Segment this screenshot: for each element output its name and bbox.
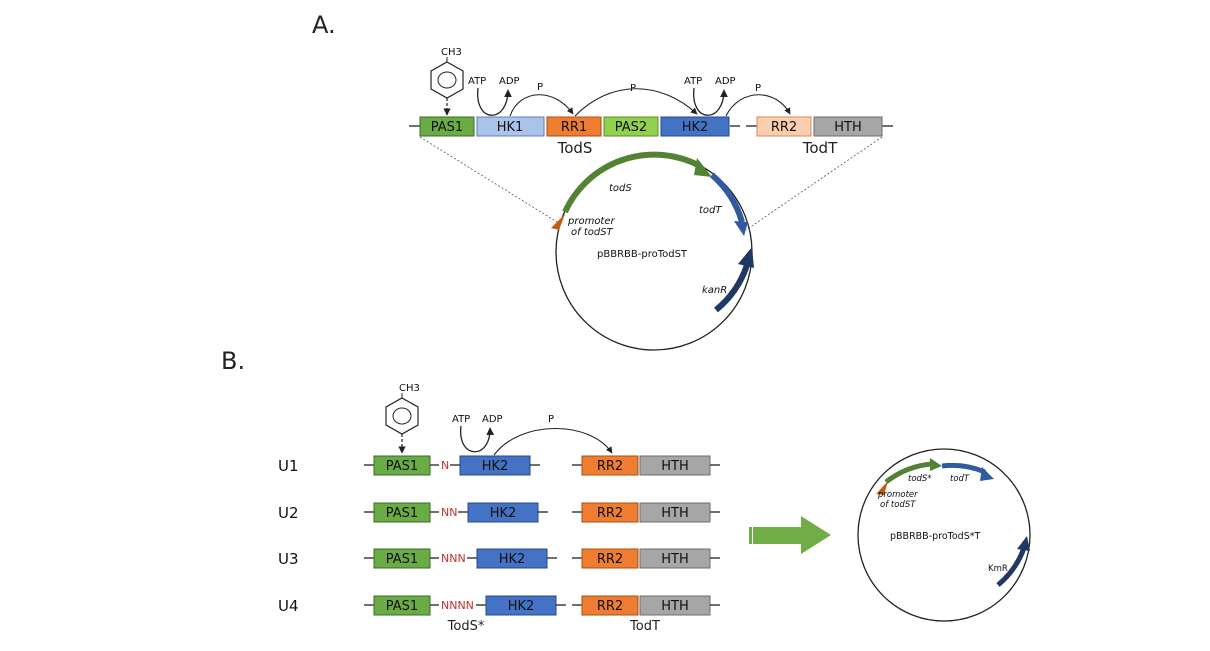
svg-text:PAS1: PAS1: [386, 599, 418, 614]
svg-text:HTH: HTH: [661, 459, 689, 474]
atp-label-2: ATP: [684, 76, 702, 87]
row-label: U3: [278, 550, 299, 568]
p-label-1: P: [537, 82, 543, 93]
adp-label-1: ADP: [499, 76, 520, 87]
svg-text:HTH: HTH: [661, 506, 689, 521]
p-label-b: P: [548, 414, 554, 425]
svg-text:PAS1: PAS1: [386, 506, 418, 521]
svg-text:HTH: HTH: [834, 120, 862, 135]
gene-label-tods: todS: [609, 183, 632, 194]
gene-label-todt-b: todT: [950, 474, 970, 484]
svg-text:RR1: RR1: [561, 120, 587, 135]
gene-label-todt: todT: [699, 205, 722, 216]
tods-star-gene-arrow: [884, 461, 933, 485]
adp-label-2: ADP: [715, 76, 736, 87]
linker-label: NN: [441, 506, 457, 519]
svg-text:RR2: RR2: [771, 120, 797, 135]
svg-text:HK2: HK2: [682, 120, 709, 135]
promoter-b-icon: [876, 481, 888, 495]
svg-text:HK2: HK2: [482, 459, 509, 474]
kan-gene-arrow: [714, 263, 750, 313]
svg-text:HTH: HTH: [661, 552, 689, 567]
construct-row-u1: U1 PAS1 N HK2 RR2 HTH: [278, 455, 720, 476]
km-label: KmR: [988, 564, 1008, 574]
svg-text:HK2: HK2: [508, 599, 535, 614]
svg-text:PAS2: PAS2: [615, 120, 647, 135]
projection-line-left: [419, 136, 558, 223]
svg-text:RR2: RR2: [597, 459, 623, 474]
row-label: U1: [278, 457, 299, 475]
svg-text:RR2: RR2: [597, 599, 623, 614]
atp-label-1: ATP: [468, 76, 486, 87]
svg-text:PAS1: PAS1: [386, 552, 418, 567]
toluene-icon-b: CH3: [385, 383, 420, 435]
protein-label-todt: TodT: [802, 139, 838, 157]
svg-text:CH3: CH3: [399, 383, 420, 394]
svg-text:HK1: HK1: [497, 120, 524, 135]
svg-text:HK2: HK2: [499, 552, 526, 567]
plasmid-a: todS todT promoter of todST pBBRBB-proTo…: [551, 151, 754, 351]
domain-rr1: RR1: [546, 116, 602, 137]
projection-line-right: [745, 136, 883, 231]
todt-gene-arrow: [709, 172, 745, 223]
protein-label-tods: TodS: [557, 139, 593, 157]
promoter-b-label-1: promoter: [877, 490, 918, 500]
km-gene-arrow: [996, 547, 1027, 587]
plasmid-b-circle: [857, 448, 1031, 622]
protein-label-todt-b: TodT: [629, 619, 660, 634]
domain-hk2: HK2: [660, 116, 730, 137]
atp-adp-arrow-2: [693, 87, 728, 116]
tods-gene-arrow: [562, 151, 702, 214]
linker-label: N: [441, 459, 449, 472]
row-label: U2: [278, 504, 299, 522]
adp-label-b: ADP: [482, 414, 503, 425]
plasmid-b: todS* todT promoter of todST pBBRBB-proT…: [857, 448, 1031, 622]
atp-adp-arrow-1: [477, 87, 512, 116]
promoter-b-label-2: of todST: [880, 500, 916, 510]
svg-text:CH3: CH3: [441, 47, 462, 58]
promoter-label-1: promoter: [567, 216, 616, 227]
toluene-icon: CH3: [430, 47, 464, 99]
phospho-arrow-2: [574, 88, 698, 117]
protein-label-tods-star: TodS*: [447, 619, 485, 634]
phospho-arrow-b: [493, 428, 613, 456]
svg-text:PAS1: PAS1: [386, 459, 418, 474]
svg-text:HK2: HK2: [490, 506, 517, 521]
promoter-a-icon: [551, 214, 565, 230]
transfer-arrow-icon: [749, 516, 831, 554]
linker-label: NNNN: [441, 599, 474, 612]
kan-label: kanR: [702, 285, 727, 296]
panel-b-label: B.: [221, 347, 245, 375]
construct-row-u3: U3 PAS1 NNN HK2 RR2 HTH: [278, 548, 720, 569]
svg-text:RR2: RR2: [597, 506, 623, 521]
phospho-arrow-1: [509, 94, 574, 117]
construct-row-u4: U4 PAS1 NNNN HK2 RR2 HTH: [278, 595, 720, 616]
todt-b-gene-arrow: [941, 462, 986, 475]
atp-label-b: ATP: [452, 414, 470, 425]
domain-hth: HTH: [813, 116, 883, 137]
p-label-3: P: [755, 83, 761, 94]
domain-hk1: HK1: [476, 116, 545, 137]
svg-text:PAS1: PAS1: [431, 120, 463, 135]
svg-text:RR2: RR2: [597, 552, 623, 567]
plasmid-b-name: pBBRBB-proTodS*T: [890, 531, 980, 542]
atp-adp-arrow-b: [460, 425, 495, 453]
plasmid-a-name: pBBRBB-proTodST: [597, 249, 688, 260]
panel-a-label: A.: [312, 11, 336, 39]
promoter-label-2: of todST: [571, 227, 614, 238]
gene-label-tods-star: todS*: [908, 474, 932, 484]
phospho-arrow-3: [725, 94, 791, 117]
svg-text:HTH: HTH: [661, 599, 689, 614]
domain-rr2: RR2: [756, 116, 812, 137]
construct-row-u2: U2 PAS1 NN HK2 RR2 HTH: [278, 502, 720, 523]
domain-pas1: PAS1: [419, 116, 475, 137]
domain-pas2: PAS2: [603, 116, 659, 137]
linker-label: NNN: [441, 552, 466, 565]
row-label: U4: [278, 597, 299, 615]
